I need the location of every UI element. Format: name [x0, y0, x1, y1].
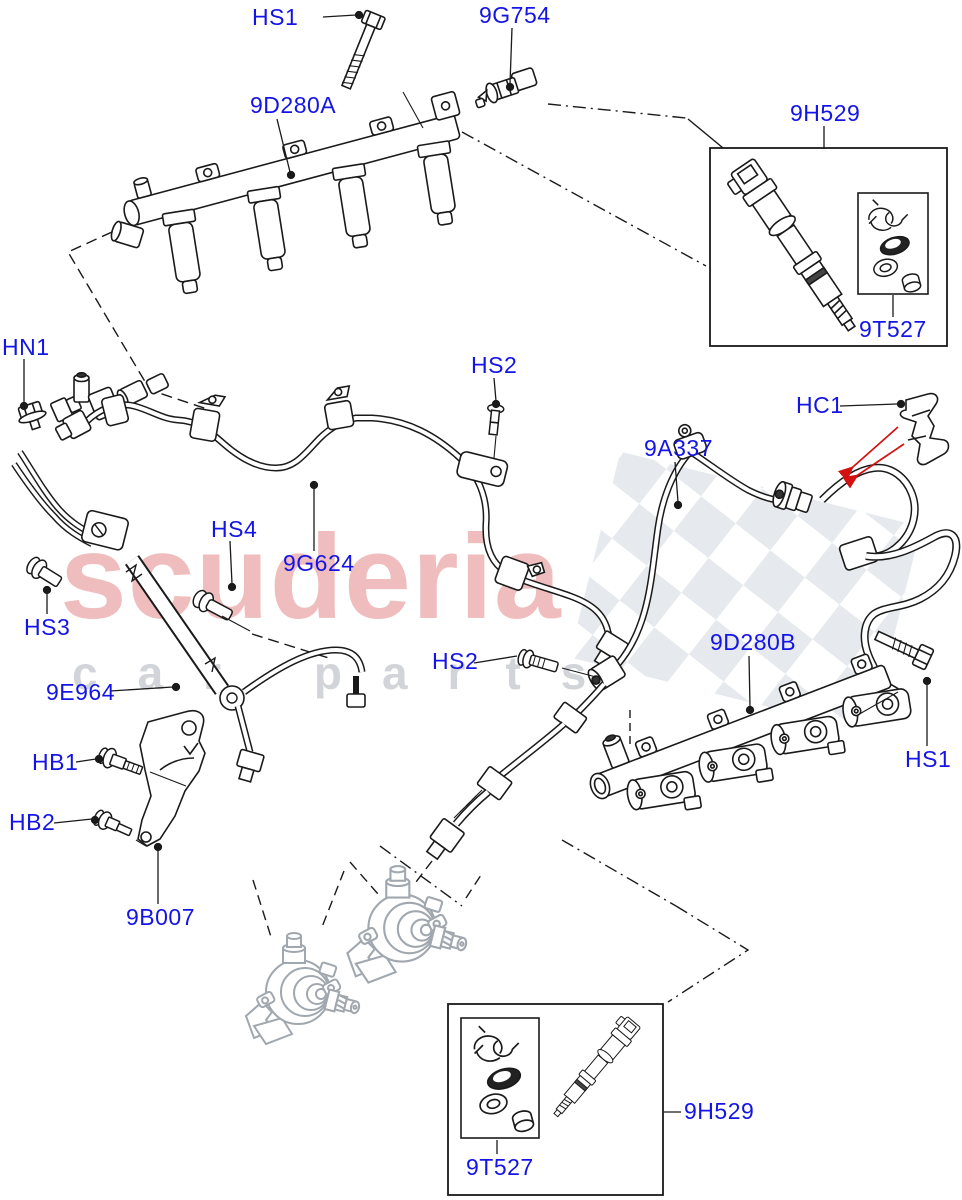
- part-label-hc1[interactable]: HC1: [796, 392, 844, 418]
- bolt-hb1: [97, 747, 144, 775]
- sensor-9g754: [475, 67, 538, 109]
- part-label-9d280b[interactable]: 9D280B: [710, 629, 797, 655]
- part-label-9d280a[interactable]: 9D280A: [250, 92, 337, 118]
- part-label-9t527-top[interactable]: 9T527: [859, 316, 927, 342]
- hc1-clip: [899, 392, 950, 466]
- part-label-9g624[interactable]: 9G624: [283, 550, 355, 576]
- part-label-9g754[interactable]: 9G754: [479, 2, 551, 28]
- part-label-9a337[interactable]: 9A337: [644, 435, 714, 461]
- fuel-rail-9d280a: [110, 90, 461, 295]
- high-pressure-pump-ghost-right: [346, 864, 470, 984]
- part-label-hs2-lower[interactable]: HS2: [432, 648, 479, 674]
- high-pressure-pump-ghost-left: [245, 932, 363, 1045]
- fuel-pipe-9g624: [54, 384, 629, 670]
- part-label-hs1-top[interactable]: HS1: [252, 4, 299, 30]
- bolt-hs2-upper: [487, 403, 505, 436]
- part-label-9h529-bottom[interactable]: 9H529: [684, 1098, 755, 1124]
- part-label-hs1-right[interactable]: HS1: [905, 746, 952, 772]
- braided-fuel-hose: [425, 655, 626, 861]
- part-label-9h529-top[interactable]: 9H529: [790, 100, 861, 126]
- part-label-9t527-bottom[interactable]: 9T527: [466, 1154, 534, 1180]
- bolt-hs1-right: [873, 630, 935, 671]
- bolt-hs3: [26, 556, 63, 588]
- watermark-tagline: car parts: [72, 647, 627, 699]
- part-label-hb2[interactable]: HB2: [9, 809, 56, 835]
- part-label-hs2-upper[interactable]: HS2: [471, 352, 518, 378]
- bolt-hs4: [192, 589, 233, 621]
- fuel-hose-9a337: [615, 423, 961, 702]
- bolt-hb2: [93, 809, 133, 837]
- fuel-rail-9d280b: [589, 653, 912, 811]
- fuel-supply-harness: [11, 371, 366, 783]
- bolt-hs1-top: [340, 9, 386, 90]
- part-label-9e964[interactable]: 9E964: [46, 679, 116, 705]
- bolt-hs2-lower: [517, 648, 559, 673]
- bracket-9b007: [137, 709, 206, 847]
- construction-lines: [66, 103, 750, 1003]
- part-label-hs4[interactable]: HS4: [211, 516, 258, 542]
- part-label-hn1[interactable]: HN1: [2, 334, 50, 360]
- hc1-pointer-arrows: [837, 426, 905, 489]
- part-label-hb1[interactable]: HB1: [32, 749, 79, 775]
- part-label-hs3[interactable]: HS3: [24, 614, 71, 640]
- part-label-9b007[interactable]: 9B007: [126, 904, 196, 930]
- leader-lines: [19, 10, 932, 1154]
